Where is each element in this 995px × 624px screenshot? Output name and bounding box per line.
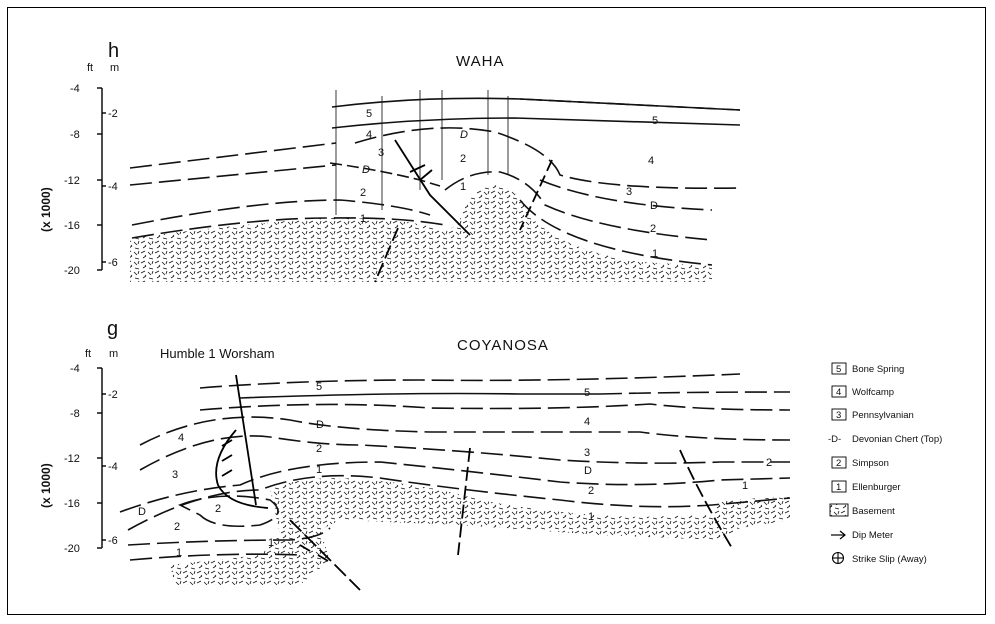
horizon-label: 5 [366, 108, 372, 120]
legend-label: Strike Slip (Away) [852, 554, 927, 565]
horizon-label: 4 [178, 432, 184, 444]
horizon-label: D [316, 419, 324, 431]
ft-tick: -16 [64, 498, 80, 510]
ft-tick: -20 [64, 265, 80, 277]
arrow-icon [831, 531, 845, 539]
horizon-label: 3 [584, 447, 590, 459]
depth-axis-h: -4 -8 -12 -16 -20 -2 -4 -6 (x 1000) [39, 83, 118, 277]
ft-unit-label: ft [85, 348, 91, 360]
horizon-label: 1 [316, 464, 322, 476]
depth-axis-g: -4 -8 -12 -16 -20 -2 -4 -6 (x 1000) [39, 363, 118, 555]
horizon-label: D [584, 465, 592, 477]
ft-tick: -16 [64, 220, 80, 232]
legend-item-wolfcamp: 4 Wolfcamp [832, 386, 894, 398]
horizon-label: 2 [316, 443, 322, 455]
legend-item-ellenburger: 1 Ellenburger [832, 481, 901, 493]
ft-tick: -12 [64, 175, 80, 187]
horizon-label: 1 [268, 537, 274, 549]
legend-label: Basement [852, 506, 895, 517]
m-unit-label: m [109, 348, 118, 360]
m-unit-label: m [110, 62, 119, 74]
legend-item-devonian-chert: -D- Devonian Chert (Top) [828, 434, 942, 445]
panel-title-waha: WAHA [456, 53, 504, 70]
horizon-label: 2 [650, 223, 656, 235]
legend-key: 2 [836, 458, 841, 469]
legend-key: 1 [836, 482, 841, 493]
ft-tick: -12 [64, 453, 80, 465]
legend-item-pennsylvanian: 3 Pennsylvanian [832, 409, 914, 421]
horizon-label: D [138, 506, 146, 518]
depth-multiplier-label: (x 1000) [39, 463, 53, 508]
horizon-label: 1 [588, 511, 594, 523]
legend-item-bone-spring: 5 Bone Spring [832, 363, 904, 375]
panel-letter-h: h [108, 40, 119, 62]
horizon-label: 2 [588, 485, 594, 497]
horizon-label: 4 [584, 416, 590, 428]
panel-title-coyanosa: COYANOSA [457, 337, 549, 354]
horizon-label: 5 [316, 381, 322, 393]
basement-fill [170, 478, 790, 585]
ft-tick: -20 [64, 543, 80, 555]
circle-plus-icon [832, 552, 844, 564]
legend-item-dip-meter: Dip Meter [831, 530, 893, 541]
basement-fill [130, 185, 712, 282]
basement-swatch [830, 504, 848, 516]
horizon-label: 4 [366, 129, 372, 141]
m-tick: -6 [108, 257, 118, 269]
horizon-label: 3 [172, 469, 178, 481]
m-tick: -2 [108, 389, 118, 401]
m-tick: -6 [108, 535, 118, 547]
m-tick: -4 [108, 181, 118, 193]
panel-g-coyanosa: g ft m COYANOSA Humble 1 Worsham -4 -8 -… [39, 318, 790, 590]
horizon-label: 5 [652, 115, 658, 127]
horizon-label: 2 [460, 153, 466, 165]
horizon-label: 2 [360, 187, 366, 199]
legend-label: Bone Spring [852, 364, 904, 375]
ft-tick: -4 [70, 83, 80, 95]
depth-multiplier-label: (x 1000) [39, 187, 53, 232]
legend-label: Devonian Chert (Top) [852, 434, 942, 445]
panel-letter-g: g [107, 318, 118, 340]
legend-label: Ellenburger [852, 482, 901, 493]
legend-label: Wolfcamp [852, 387, 894, 398]
legend-key: 5 [836, 364, 841, 375]
ft-tick: -4 [70, 363, 80, 375]
ft-unit-label: ft [87, 62, 93, 74]
legend-item-simpson: 2 Simpson [832, 457, 889, 469]
horizon-label: 1 [652, 248, 658, 260]
m-tick: -4 [108, 461, 118, 473]
horizon-label: 1 [460, 181, 466, 193]
horizon-label: 2 [174, 521, 180, 533]
legend-label: Pennsylvanian [852, 410, 914, 421]
horizon-label: 3 [378, 147, 384, 159]
legend-key: 3 [836, 410, 841, 421]
horizon-label: D [650, 200, 658, 212]
horizon-label: 4 [648, 155, 654, 167]
legend: 5 Bone Spring 4 Wolfcamp 3 Pennsylvanian… [828, 363, 942, 565]
ft-tick: -8 [70, 408, 80, 420]
m-tick: -2 [108, 108, 118, 120]
well-name-label: Humble 1 Worsham [160, 346, 275, 361]
horizon-label: 1 [176, 547, 182, 559]
horizon-label: 1 [742, 480, 748, 492]
horizon-label: D [362, 164, 370, 176]
legend-item-basement: Basement [830, 504, 895, 517]
legend-key: -D- [828, 434, 841, 445]
horizon-label: 2 [215, 503, 221, 515]
horizon-label: D [460, 129, 468, 141]
horizon-label: 1 [360, 213, 366, 225]
horizon-label: 2 [766, 457, 772, 469]
panel-h-waha: h ft m WAHA -4 -8 -12 -16 -20 -2 -4 -6 (… [39, 40, 740, 282]
legend-key: 4 [836, 387, 841, 398]
legend-label: Dip Meter [852, 530, 893, 541]
horizon-label: 5 [584, 387, 590, 399]
legend-item-strike-slip: Strike Slip (Away) [832, 552, 927, 565]
horizon-label: 3 [626, 186, 632, 198]
ft-tick: -8 [70, 129, 80, 141]
legend-label: Simpson [852, 458, 889, 469]
